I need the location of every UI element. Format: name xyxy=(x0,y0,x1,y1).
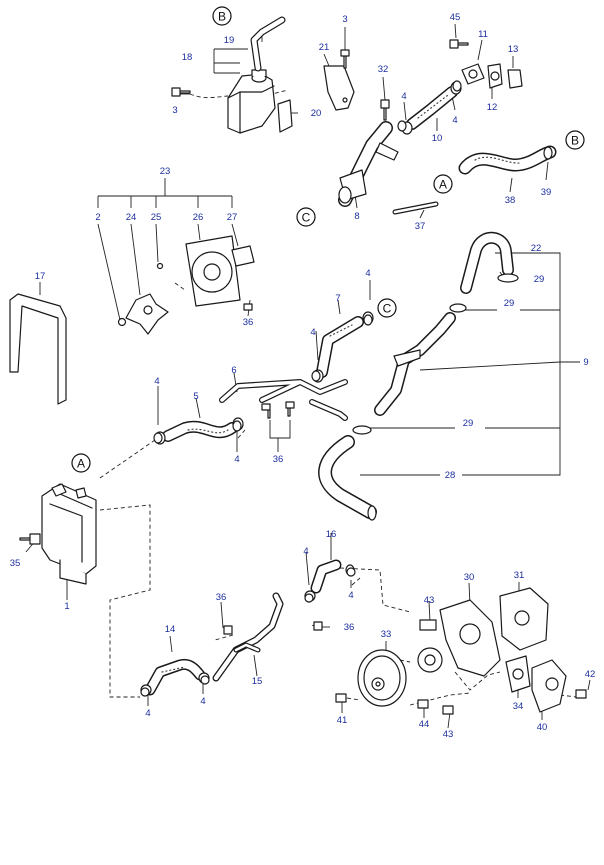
callout-4: 4 xyxy=(401,91,406,102)
callout-4: 4 xyxy=(303,546,308,557)
pipe-15 xyxy=(212,592,323,682)
callout-4: 4 xyxy=(452,115,457,126)
callout-7: 7 xyxy=(335,293,340,304)
callout-23: 23 xyxy=(160,166,171,177)
callout-17: 17 xyxy=(35,271,46,282)
svg-text:C: C xyxy=(302,211,311,225)
hose-5 xyxy=(154,417,244,445)
callout-30: 30 xyxy=(464,572,475,583)
callout-43: 43 xyxy=(443,729,454,740)
callout-14: 14 xyxy=(165,624,176,635)
callout-28: 28 xyxy=(445,470,456,481)
hose-14 xyxy=(140,658,210,696)
callout-36: 36 xyxy=(344,622,355,633)
ref-b-top: B xyxy=(212,6,232,26)
thermostat-outlet-pipe xyxy=(338,121,399,207)
callout-29: 29 xyxy=(463,418,474,429)
callout-26: 26 xyxy=(193,212,204,223)
callout-12: 12 xyxy=(487,102,498,113)
callout-24: 24 xyxy=(126,212,137,223)
gaskets-and-housing xyxy=(499,587,587,713)
callout-25: 25 xyxy=(151,212,162,223)
svg-text:A: A xyxy=(439,178,447,192)
callout-27: 27 xyxy=(227,212,238,223)
ref-b-right: B xyxy=(565,130,585,150)
callout-labels: 1 2 3 3 4 4 4 4 4 4 4 4 4 4 4 5 6 7 8 9 … xyxy=(10,12,596,740)
callout-31: 31 xyxy=(514,570,525,581)
hose-10 xyxy=(401,81,462,135)
callout-11: 11 xyxy=(478,29,488,40)
callout-36: 36 xyxy=(216,592,227,603)
callout-4: 4 xyxy=(348,590,353,601)
callout-6: 6 xyxy=(231,365,236,376)
callout-8: 8 xyxy=(354,211,359,222)
bolt-parts xyxy=(171,39,469,121)
callout-43: 43 xyxy=(424,595,435,606)
water-pump xyxy=(335,599,501,715)
callout-5: 5 xyxy=(193,391,198,402)
hose-clamps xyxy=(140,80,462,697)
callout-3: 3 xyxy=(342,14,347,25)
callout-36: 36 xyxy=(243,317,254,328)
callout-29: 29 xyxy=(534,274,545,285)
hose-28 xyxy=(318,425,377,521)
pipe-37 xyxy=(392,201,439,215)
hose-22 xyxy=(449,231,519,313)
callout-44: 44 xyxy=(419,719,430,730)
callout-42: 42 xyxy=(585,669,596,680)
svg-text:C: C xyxy=(383,302,392,316)
reference-markers: B B A A C C xyxy=(71,6,585,473)
callout-35: 35 xyxy=(10,558,21,569)
pipe-9 xyxy=(374,312,456,416)
reservoir-bracket xyxy=(277,65,355,133)
callout-4: 4 xyxy=(234,454,239,465)
hose-38 xyxy=(458,145,557,175)
reservoir-tank xyxy=(227,16,286,134)
callout-3: 3 xyxy=(172,105,177,116)
callout-2: 2 xyxy=(95,212,100,223)
svg-text:B: B xyxy=(218,10,226,24)
callout-33: 33 xyxy=(381,629,392,640)
callout-32: 32 xyxy=(378,64,389,75)
ref-c-right: C xyxy=(377,298,397,318)
svg-text:B: B xyxy=(571,134,579,148)
callout-39: 39 xyxy=(541,187,552,198)
svg-text:A: A xyxy=(77,457,85,471)
callout-4: 4 xyxy=(200,696,205,707)
callout-16: 16 xyxy=(326,529,337,540)
callout-9: 9 xyxy=(583,357,588,368)
ref-a-upper: A xyxy=(433,174,453,194)
callout-1: 1 xyxy=(64,601,69,612)
frame-17 xyxy=(9,293,67,405)
callout-10: 10 xyxy=(432,133,443,144)
callout-40: 40 xyxy=(537,722,548,733)
callout-4: 4 xyxy=(145,708,150,719)
callout-19: 19 xyxy=(224,35,235,46)
callout-15: 15 xyxy=(252,676,263,687)
callout-20: 20 xyxy=(311,108,322,119)
pipe-6 xyxy=(219,379,348,421)
callout-21: 21 xyxy=(319,42,330,53)
callout-34: 34 xyxy=(513,701,524,712)
ref-a-lower: A xyxy=(71,453,91,473)
callout-41: 41 xyxy=(337,715,348,726)
callout-37: 37 xyxy=(415,221,426,232)
temp-sensor-parts xyxy=(461,63,523,89)
ref-c-left: C xyxy=(296,207,316,227)
callout-4: 4 xyxy=(365,268,370,279)
fan-assembly xyxy=(117,235,255,335)
callout-4: 4 xyxy=(310,327,315,338)
callout-22: 22 xyxy=(531,243,542,254)
callout-13: 13 xyxy=(508,44,519,55)
callout-18: 18 xyxy=(182,52,193,63)
callout-38: 38 xyxy=(505,195,516,206)
radiator xyxy=(19,483,97,585)
callout-36: 36 xyxy=(273,454,284,465)
callout-45: 45 xyxy=(450,12,461,23)
callout-29: 29 xyxy=(504,298,515,309)
callout-4: 4 xyxy=(154,376,159,387)
